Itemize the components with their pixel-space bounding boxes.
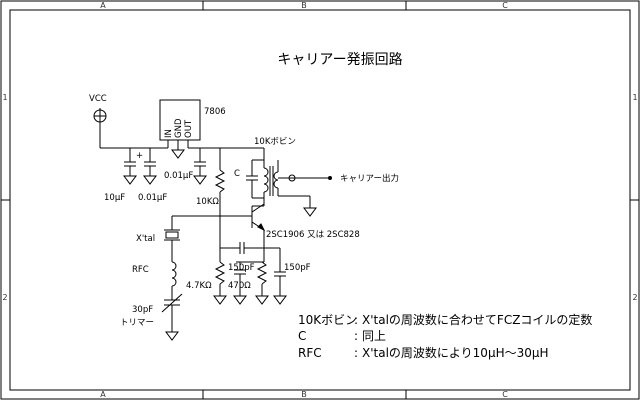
frame-col-a-top: A (100, 1, 106, 10)
frame-row-2-right: 2 (632, 293, 637, 302)
transistor-label: 2SC1906 又は 2SC828 (266, 230, 360, 240)
note-key-c: C (298, 329, 306, 343)
transistor-2sc1906: 2SC1906 又は 2SC828 (228, 198, 360, 240)
c-30p-label: 30pF (132, 305, 153, 315)
reg-pin-in: IN (164, 129, 174, 138)
rfc-label: RFC (132, 265, 149, 275)
c-tune-label: C (234, 169, 240, 179)
c-001-b-label: 0.01μF (164, 171, 193, 181)
frame-col-c-top: C (502, 1, 508, 10)
regulator-output-network: 0.01μF 10KΩ (164, 148, 226, 216)
r-10k-label: 10KΩ (196, 197, 219, 207)
r-47k-label: 4.7KΩ (186, 281, 212, 291)
reg-pin-out: OUT (184, 119, 194, 138)
diagram-title: キャリアー発振回路 (277, 52, 402, 68)
output-label: キャリアー出力 (340, 173, 399, 184)
svg-text:+: + (136, 151, 143, 161)
regulator-label: 7806 (204, 107, 226, 117)
note-text-c: 同上 (362, 329, 386, 343)
component-notes: 10Kボビン : X'talの周波数に合わせてFCZコイルの定数 C : 同上 … (298, 312, 592, 360)
frame-col-b-bottom: B (301, 390, 307, 399)
note-text-coil: X'talの周波数に合わせてFCZコイルの定数 (362, 312, 592, 327)
note-key-rfc: RFC (298, 346, 322, 360)
coil-and-tuning: 10Kボビン キャリアー出力 C (220, 137, 399, 217)
frame-row-1-right: 1 (632, 93, 637, 102)
c-150-a-label: 150pF (228, 263, 255, 273)
coil-label: 10Kボビン (254, 137, 296, 147)
vcc-label: VCC (89, 94, 107, 104)
input-capacitors: + 10μF 0.01μF (104, 148, 167, 203)
frame-row-1-left: 1 (2, 93, 7, 102)
frame-col-c-bottom: C (502, 390, 508, 399)
emitter-network: 4.7KΩ 150pF 470Ω 150pF (186, 216, 311, 305)
regulator-7806: 7806 IN GND OUT (159, 99, 226, 159)
note-key-coil: 10Kボビン (298, 313, 357, 327)
note-sep-rfc: : (354, 346, 358, 360)
c-001-a-label: 0.01μF (138, 193, 167, 203)
note-sep-c: : (354, 329, 358, 343)
xtal-label: X'tal (136, 234, 155, 244)
r-470-label: 470Ω (228, 281, 251, 291)
note-text-rfc: X'talの周波数により10μH～30μH (362, 345, 549, 360)
reg-pin-gnd: GND (174, 118, 184, 138)
frame-row-2-left: 2 (2, 293, 7, 302)
c-10uf-label: 10μF (104, 193, 125, 203)
note-sep-coil: : (354, 313, 358, 327)
vcc-terminal: VCC (89, 94, 168, 149)
base-network: X'tal RFC 30pF トリマー (120, 215, 228, 341)
c-150-b-label: 150pF (284, 263, 311, 273)
trimmer-label: トリマー (120, 318, 154, 328)
frame-col-b-top: B (301, 1, 307, 10)
frame-col-a-bottom: A (100, 390, 106, 399)
